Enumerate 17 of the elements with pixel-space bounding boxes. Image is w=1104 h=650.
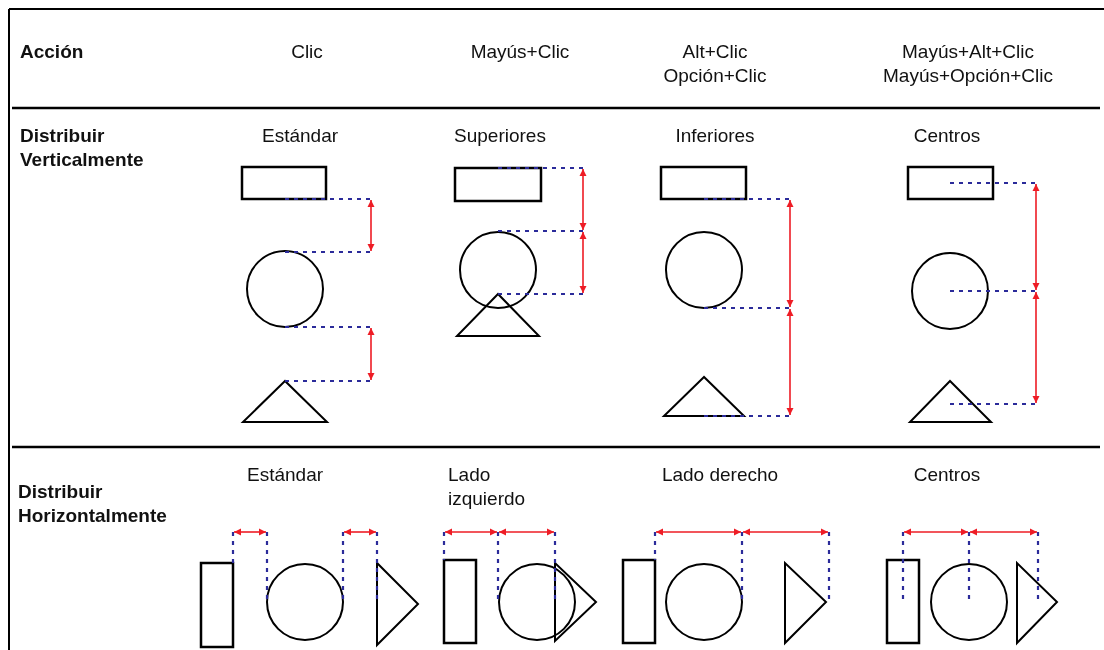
column-label: Lado izquierdo (448, 463, 527, 511)
column-label: Superiores (454, 124, 546, 148)
column-label: Lado derecho (661, 463, 779, 487)
column-label: Mayús+Opción+Clic (883, 64, 1053, 88)
column-label: Estándar (262, 124, 338, 148)
column-label: Clic (291, 40, 323, 64)
column-label: Centros (913, 463, 981, 487)
column-label: Alt+Clic (682, 40, 748, 64)
column-label: Centros (913, 124, 981, 148)
column-label: Mayús+Alt+Clic (902, 40, 1034, 64)
column-label: Inferiores (675, 124, 755, 148)
row-header: Distribuir Verticalmente (20, 124, 145, 172)
row-header: Distribuir Horizontalmente (18, 480, 168, 528)
column-label: Mayús+Clic (470, 40, 570, 64)
column-label: Estándar (247, 463, 323, 487)
column-label: Opción+Clic (663, 64, 767, 88)
row-header: Acción (20, 40, 84, 64)
